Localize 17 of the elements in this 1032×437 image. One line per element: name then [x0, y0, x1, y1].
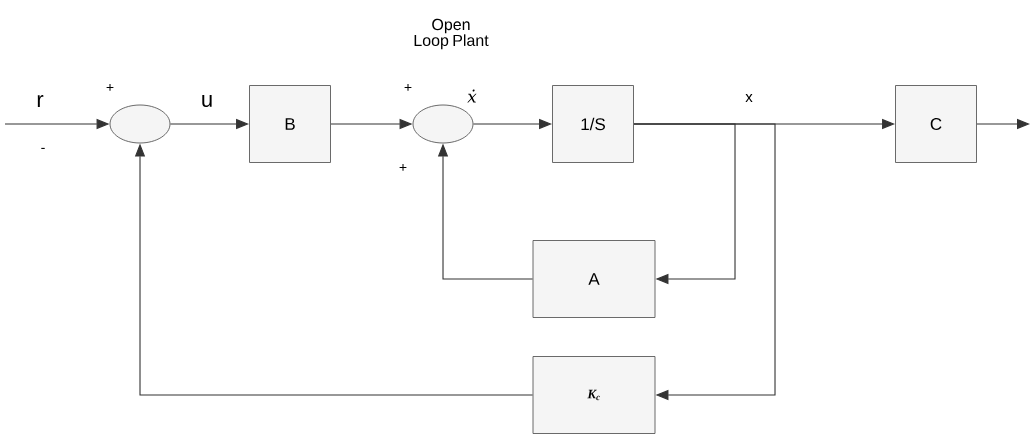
block-box: K$_{c}$	[532, 356, 656, 434]
signal-label: ẋ	[467, 89, 477, 103]
sign-label: -	[41, 147, 45, 149]
block-box: B	[249, 85, 331, 163]
block-box: A	[532, 240, 656, 318]
title: Open Loop Plant	[414, 18, 489, 50]
sign-label: +	[399, 163, 407, 171]
arrow	[633, 123, 776, 401]
block-box: 1/S	[552, 85, 634, 163]
block-box: C	[895, 85, 977, 163]
signal-label: u	[202, 95, 212, 107]
sign-label: +	[106, 83, 114, 91]
signal-label: r	[37, 95, 44, 107]
signal-label: x	[745, 94, 753, 102]
sign-label: +	[404, 83, 412, 91]
summing-junction	[109, 104, 171, 144]
summing-junction	[412, 104, 474, 144]
